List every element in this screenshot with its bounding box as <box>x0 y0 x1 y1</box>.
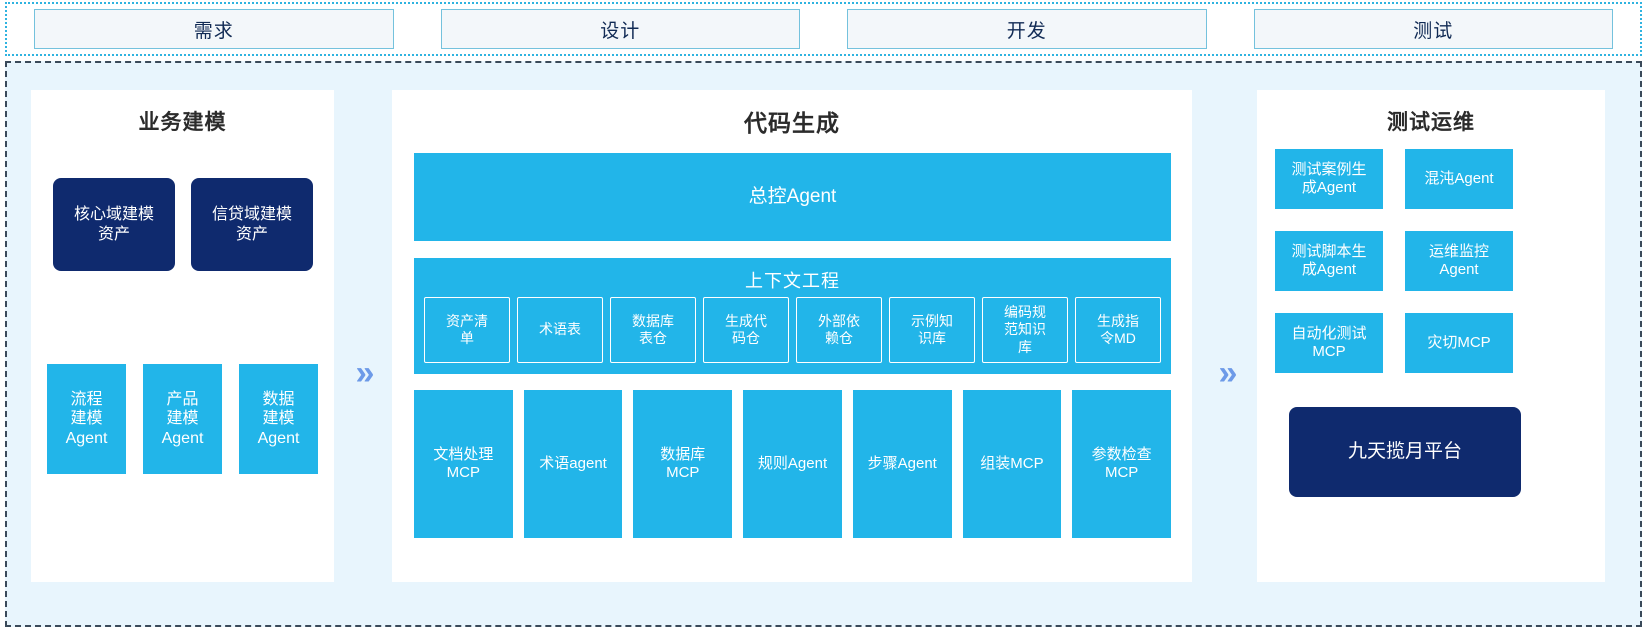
mcp-tool-tile[interactable]: 规则Agent <box>743 390 842 538</box>
context-item-tile[interactable]: 生成代 码仓 <box>703 297 789 363</box>
context-item-tile[interactable]: 资产清 单 <box>424 297 510 363</box>
panel-title: 代码生成 <box>744 110 840 136</box>
test-ops-tile[interactable]: 灾切MCP <box>1405 313 1513 373</box>
panel-business-modeling: 业务建模 核心域建模 资产 信贷域建模 资产 流程 建模 Agent 产品 建模… <box>31 90 334 582</box>
stage-box-development[interactable]: 开发 <box>847 9 1207 49</box>
stage-box-design[interactable]: 设计 <box>440 9 800 49</box>
business-asset-row: 核心域建模 资产 信贷域建模 资产 <box>53 178 313 271</box>
context-item-tile[interactable]: 编码规 范知识 库 <box>982 297 1068 363</box>
mcp-tool-row: 文档处理 MCP 术语agent 数据库 MCP 规则Agent 步骤Agent… <box>414 390 1172 538</box>
test-ops-tile-grid: 测试案例生 成Agent 混沌Agent 测试脚本生 成Agent 运维监控 A… <box>1275 149 1535 373</box>
stage-label: 测试 <box>1413 20 1454 42</box>
context-engineering-block: 上下文工程 资产清 单 术语表 数据库 表仓 生成代 码仓 外部依 赖仓 示例知… <box>414 258 1171 374</box>
stage-label: 开发 <box>1006 20 1047 42</box>
architecture-body: 业务建模 核心域建模 资产 信贷域建模 资产 流程 建模 Agent 产品 建模… <box>5 61 1642 627</box>
stage-box-requirements[interactable]: 需求 <box>34 9 394 49</box>
modeling-agent-row: 流程 建模 Agent 产品 建模 Agent 数据 建模 Agent <box>47 364 319 474</box>
stage-label: 需求 <box>193 20 234 42</box>
panel-test-operations: 测试运维 测试案例生 成Agent 混沌Agent 测试脚本生 成Agent 运… <box>1257 90 1605 582</box>
modeling-agent-tile[interactable]: 流程 建模 Agent <box>47 364 126 474</box>
panel-code-generation: 代码生成 总控Agent 上下文工程 资产清 单 术语表 数据库 表仓 生成代 … <box>392 90 1192 582</box>
platform-tile[interactable]: 九天揽月平台 <box>1289 407 1521 497</box>
context-item-tile[interactable]: 数据库 表仓 <box>610 297 696 363</box>
asset-tile[interactable]: 信贷域建模 资产 <box>191 178 313 271</box>
modeling-agent-tile[interactable]: 产品 建模 Agent <box>143 364 222 474</box>
master-agent-tile[interactable]: 总控Agent <box>414 153 1171 241</box>
stage-box-testing[interactable]: 测试 <box>1253 9 1613 49</box>
mcp-tool-tile[interactable]: 参数检查 MCP <box>1072 390 1172 538</box>
chevron-right-icon: » <box>1218 354 1238 392</box>
panel-title: 测试运维 <box>1387 111 1475 134</box>
test-ops-tile[interactable]: 测试案例生 成Agent <box>1275 149 1383 209</box>
stage-label: 设计 <box>600 20 641 42</box>
mcp-tool-tile[interactable]: 步骤Agent <box>852 390 952 538</box>
asset-tile[interactable]: 核心域建模 资产 <box>53 178 175 271</box>
chevron-right-icon: » <box>355 354 375 392</box>
context-engineering-items: 资产清 单 术语表 数据库 表仓 生成代 码仓 外部依 赖仓 示例知 识库 编码… <box>424 297 1161 363</box>
mcp-tool-tile[interactable]: 组装MCP <box>962 390 1062 538</box>
test-ops-tile[interactable]: 自动化测试 MCP <box>1275 313 1383 373</box>
panel-title: 业务建模 <box>138 111 227 134</box>
context-item-tile[interactable]: 术语表 <box>517 297 603 363</box>
test-ops-tile[interactable]: 测试脚本生 成Agent <box>1275 231 1383 291</box>
context-item-tile[interactable]: 外部依 赖仓 <box>796 297 882 363</box>
context-item-tile[interactable]: 生成指 令MD <box>1075 297 1161 363</box>
context-engineering-title: 上下文工程 <box>745 271 840 291</box>
mcp-tool-tile[interactable]: 文档处理 MCP <box>414 390 513 538</box>
modeling-agent-tile[interactable]: 数据 建模 Agent <box>239 364 318 474</box>
mcp-tool-tile[interactable]: 数据库 MCP <box>633 390 733 538</box>
stage-strip: 需求 设计 开发 测试 <box>5 2 1642 56</box>
context-item-tile[interactable]: 示例知 识库 <box>889 297 975 363</box>
test-ops-tile[interactable]: 混沌Agent <box>1405 149 1513 209</box>
mcp-tool-tile[interactable]: 术语agent <box>523 390 623 538</box>
test-ops-tile[interactable]: 运维监控 Agent <box>1405 231 1513 291</box>
